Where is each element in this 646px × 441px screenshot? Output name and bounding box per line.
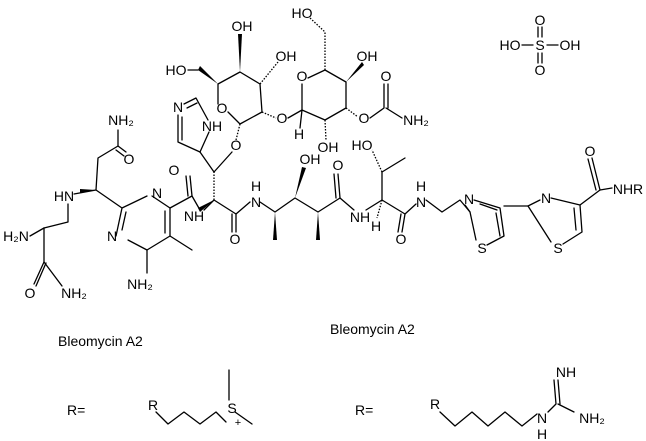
- atom-label: O: [277, 110, 288, 126]
- atom-label: OH: [300, 151, 321, 167]
- atom-label: O: [217, 100, 228, 116]
- atom-label: O: [535, 62, 546, 78]
- compound-name-left: Bleomycin A2: [58, 333, 143, 349]
- atom-label: HO: [352, 137, 373, 153]
- atom-label: O: [297, 68, 308, 84]
- atom-label: N: [416, 194, 426, 210]
- atom-label: NH: [556, 364, 576, 380]
- atom-label: N: [173, 99, 183, 115]
- atom-label: NHR: [613, 181, 643, 197]
- atom-label: O: [381, 68, 392, 84]
- atom-label: O: [333, 157, 344, 173]
- atom-label: O: [585, 143, 596, 159]
- atom-label: H: [416, 178, 426, 194]
- atom-label: N: [464, 191, 474, 207]
- atom-label: NH₂: [61, 285, 87, 301]
- atom-label: HO: [292, 5, 313, 21]
- atom-label: HO: [500, 37, 521, 53]
- atom-label: O: [124, 151, 135, 167]
- atom-label: NH₂: [108, 112, 134, 128]
- atom-label: N: [537, 410, 547, 426]
- atom-label: S: [553, 240, 562, 256]
- r-group-sulfonium: R S +: [148, 397, 241, 429]
- atom-label: H: [251, 178, 261, 194]
- atom-label: O: [230, 231, 241, 247]
- bonds: [29, 17, 613, 427]
- r-group-label-left: R=: [67, 402, 85, 418]
- atom-label: N: [107, 228, 117, 244]
- atom-label: HO: [166, 62, 187, 78]
- atom-label: O: [359, 110, 370, 126]
- compound-name-right: Bleomycin A2: [330, 321, 415, 337]
- r-group-label-right: R=: [355, 402, 373, 418]
- atom-label: H: [371, 218, 381, 234]
- atom-label: OH: [560, 37, 581, 53]
- atom-label: O: [535, 12, 546, 28]
- atom-label: NH: [184, 208, 204, 224]
- atom-label: H: [294, 126, 304, 142]
- atom-label: H₂N: [3, 228, 29, 244]
- r-group-guanidine: R N H NH NH₂: [430, 364, 605, 441]
- atom-label: H: [537, 426, 547, 441]
- atom-label: N: [152, 185, 162, 201]
- atom-label: S: [535, 37, 544, 53]
- atom-label: NH₂: [579, 410, 605, 426]
- atom-label: NH: [202, 118, 222, 134]
- atom-label: R: [148, 397, 158, 413]
- captions: Bleomycin A2 Bleomycin A2 R= R=: [58, 321, 415, 418]
- atom-label: R: [430, 396, 440, 412]
- atom-label: NH₂: [403, 112, 429, 128]
- atom-label: N: [541, 190, 551, 206]
- atom-label: OH: [232, 18, 253, 34]
- charge-label: +: [235, 417, 241, 429]
- atom-label: OH: [357, 48, 378, 64]
- atom-label: O: [231, 137, 242, 153]
- atom-label: OH: [318, 139, 339, 155]
- atom-label: HN: [54, 188, 74, 204]
- atom-label: NH₂: [127, 276, 153, 292]
- atom-label: S: [477, 240, 486, 256]
- atom-label: NH: [350, 209, 370, 225]
- atom-label: O: [396, 231, 407, 247]
- atom-label: S: [227, 400, 236, 416]
- atom-label: O: [169, 162, 180, 178]
- atom-labels: H₂N O NH₂ HN NH₂ O N N NH₂ O NH O N H OH…: [3, 5, 643, 301]
- atom-label: O: [25, 285, 36, 301]
- atom-label: OH: [276, 48, 297, 64]
- atom-label: N: [251, 194, 261, 210]
